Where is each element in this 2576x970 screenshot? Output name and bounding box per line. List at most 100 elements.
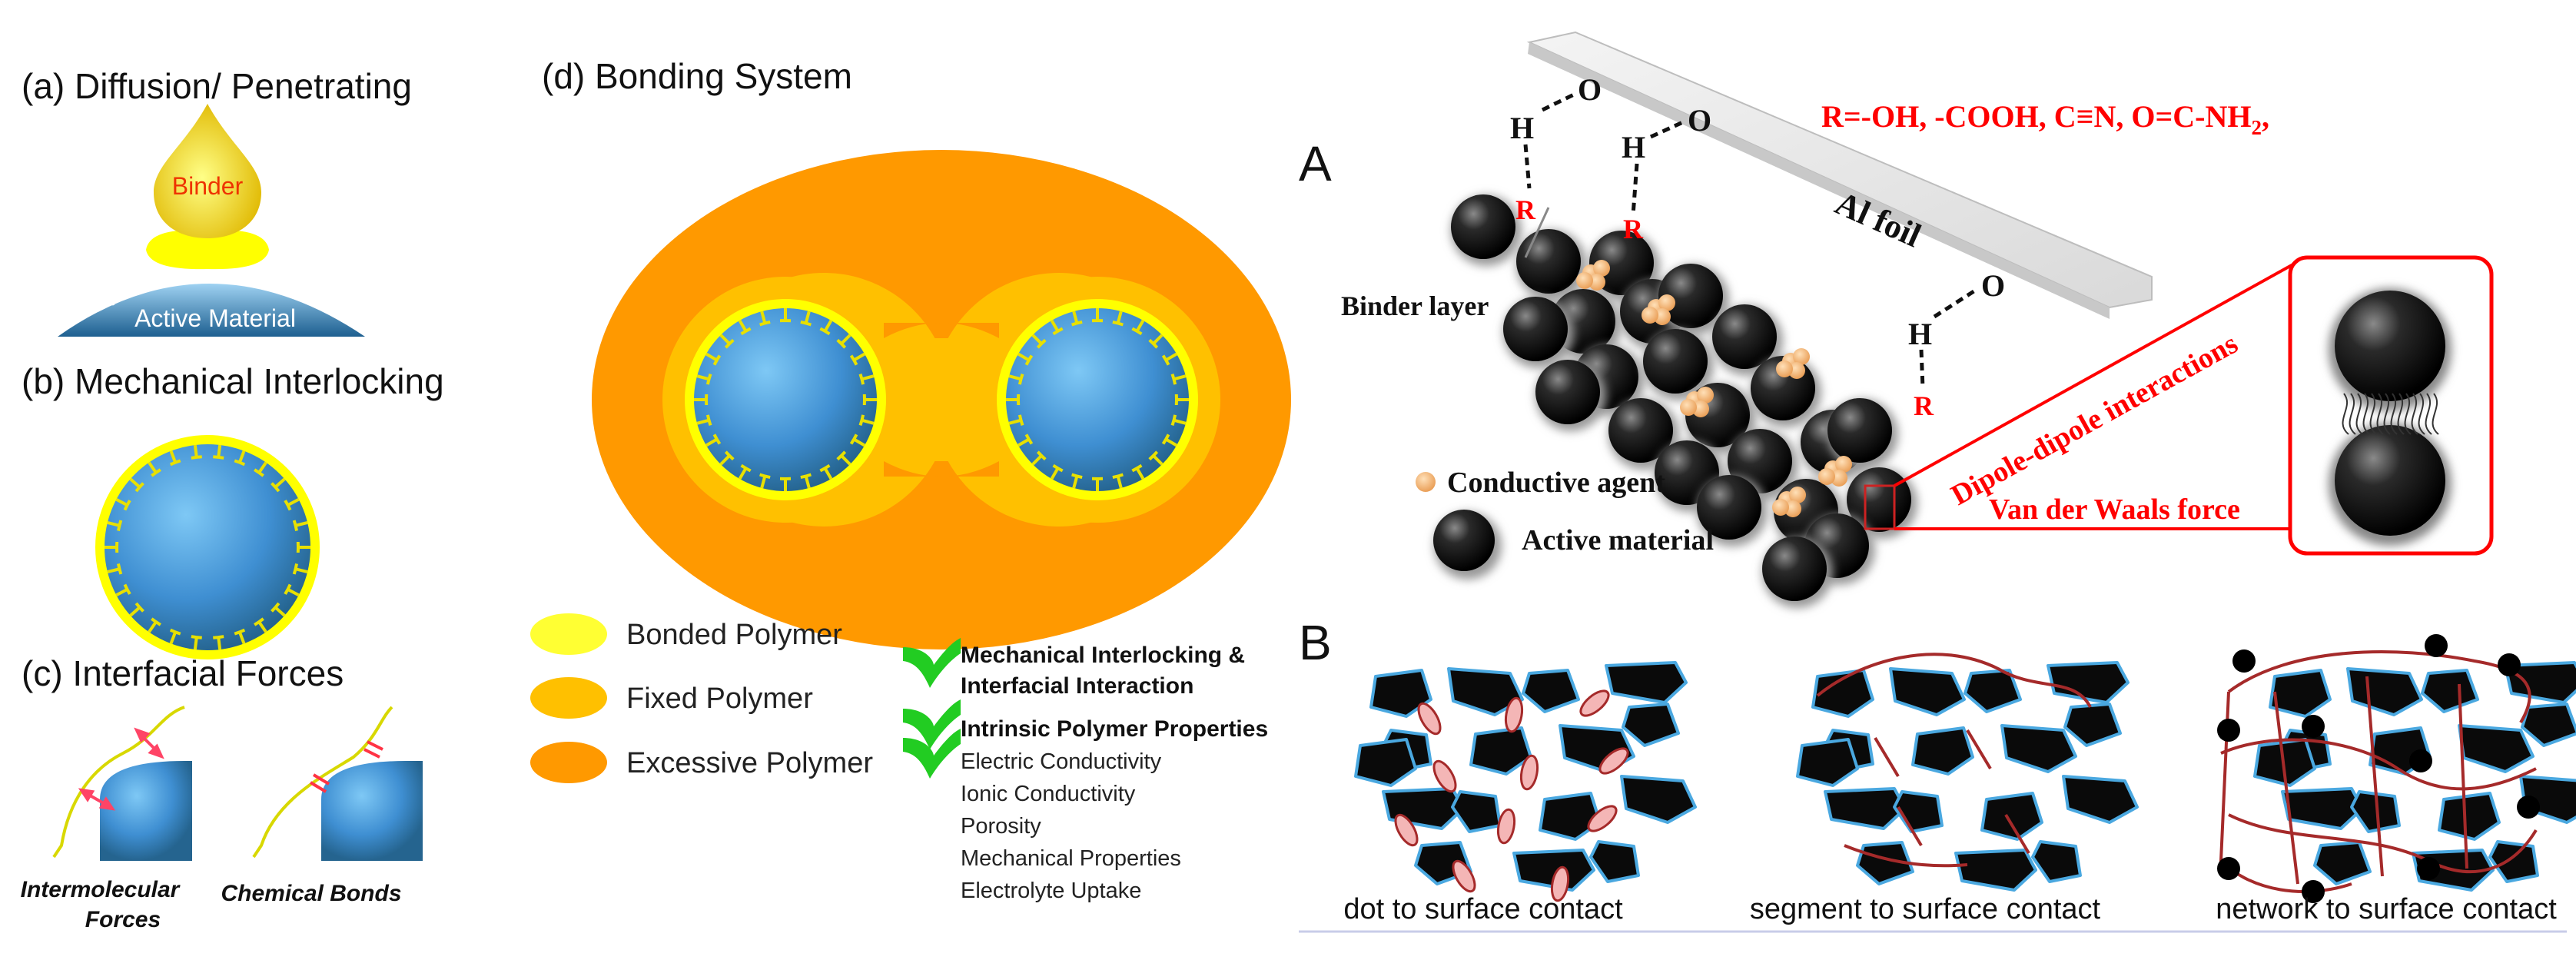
panel-b: (b) Mechanical Interlocking — [22, 361, 444, 659]
interlock-hook — [191, 635, 202, 650]
binder-drop-icon — [154, 104, 261, 238]
binder-dot — [1504, 696, 1524, 733]
legend-fixed-polymer: Fixed Polymer — [626, 683, 813, 715]
interlock-hook — [1008, 374, 1024, 385]
network-contact-cluster — [2217, 634, 2576, 903]
interlock-hook — [862, 394, 877, 406]
interlock-hook — [1008, 414, 1024, 426]
interlock-hook — [271, 602, 286, 617]
interlock-hook — [858, 414, 875, 426]
electrode-particle — [2346, 667, 2423, 716]
green-arrow-icons — [903, 638, 961, 779]
vdw-strand — [2404, 393, 2412, 435]
property-porosity: Porosity — [961, 814, 1041, 839]
conductive-agent-dot — [1831, 470, 1847, 487]
active-material-label-A: Active material — [1522, 524, 1714, 556]
interlock-hook — [759, 473, 771, 489]
binder-label: Binder — [172, 172, 244, 200]
interlock-hook — [296, 541, 310, 553]
conductive-agent-dot — [1789, 487, 1806, 503]
polymer-chain-left — [52, 706, 185, 859]
electrode-particle — [2063, 703, 2122, 747]
r-groups-sub: 2 — [2251, 116, 2262, 139]
binder-dot — [1496, 808, 1516, 845]
interlock-hook — [836, 450, 851, 466]
binder-dot — [1598, 747, 1629, 775]
conductive-agent-dot — [1576, 272, 1593, 289]
vdw-strand — [2376, 393, 2384, 435]
interlock-hook — [1148, 450, 1164, 466]
electrode-particle — [1539, 792, 1602, 841]
conductive-agent-dot — [1793, 348, 1810, 365]
interlock-hook — [1071, 473, 1083, 489]
active-material-cap — [58, 284, 365, 337]
conductive-agent-dot — [1772, 499, 1789, 516]
network-node — [2498, 653, 2521, 676]
panel-b-title: (b) Mechanical Interlocking — [22, 361, 444, 401]
conductive-agent-dot — [1642, 307, 1658, 324]
interlock-hook — [1170, 414, 1187, 426]
interlock-hook — [191, 444, 202, 460]
conductive-agent-dot — [1835, 456, 1852, 473]
interlock-hook — [1050, 319, 1064, 336]
conductive-agent-dot — [1697, 387, 1714, 404]
interlock-hook — [115, 583, 131, 597]
vdw-strands — [2342, 393, 2439, 435]
interlock-hook — [213, 635, 224, 650]
conductive-agent-dot — [1784, 500, 1801, 517]
intrinsic-properties-label: Intrinsic Polymer Properties — [961, 716, 1268, 742]
network-node — [2302, 715, 2325, 738]
bridge-notch-top — [884, 323, 999, 338]
electrode-particle — [1911, 726, 1974, 776]
intermolecular-caption-line2: Forces — [85, 907, 161, 932]
conductive-agent-dot — [1593, 260, 1610, 277]
interlock-hook — [759, 311, 771, 327]
interlock-hook — [719, 450, 735, 466]
interlock-hook — [836, 334, 851, 349]
r-groups-tail: , — [2262, 99, 2269, 134]
binder-dot — [1452, 859, 1476, 893]
r-groups-main: R=-OH, -COOH, C≡N, O=C-NH — [1821, 99, 2251, 134]
mechanical-interlocking-label-line2: Interfacial Interaction — [961, 673, 1193, 699]
interlock-hook — [738, 463, 752, 480]
interlock-hook — [271, 477, 286, 493]
electrode-particle — [2281, 787, 2364, 830]
binder-dot — [1519, 754, 1539, 791]
atom-r-1: R — [1515, 194, 1536, 225]
interlock-hook — [234, 450, 246, 467]
interlock-hook — [292, 520, 308, 532]
electrode-particle — [2458, 724, 2535, 773]
interlock-hook — [1006, 394, 1021, 406]
interlock-hook — [105, 541, 119, 553]
binder-dot — [1579, 689, 1610, 717]
binder-dot — [1432, 759, 1457, 793]
legend-conductive-dot — [1416, 472, 1436, 492]
vdw-strand — [2397, 393, 2405, 435]
interlock-hook — [1112, 473, 1124, 489]
electrode-particle — [2521, 703, 2576, 747]
active-material-particle — [1827, 398, 1892, 463]
vdw-strand — [2342, 393, 2349, 435]
bridge-notch-bottom — [884, 461, 999, 477]
network-node — [2302, 880, 2325, 903]
electrode-particle — [2047, 661, 2130, 704]
interlock-hook — [738, 319, 752, 336]
electrode-particle — [2438, 792, 2501, 841]
network-node — [2217, 719, 2240, 742]
vdw-strand — [2418, 393, 2425, 435]
interlock-hook — [1031, 450, 1047, 466]
interlock-hook — [819, 463, 833, 480]
interlock-hook — [129, 477, 144, 493]
binder-layer-label: Binder layer — [1341, 291, 1489, 321]
interlock-hook — [234, 628, 246, 645]
conductive-agent-clusters — [1576, 260, 1852, 517]
particle-quarter-left — [100, 761, 192, 861]
intermolecular-caption-line1: Intermolecular — [21, 877, 181, 902]
particle-quarter-right — [321, 761, 423, 861]
vdw-strand — [2425, 393, 2432, 435]
interlock-hook — [779, 308, 792, 323]
atom-r-2: R — [1623, 214, 1644, 244]
panel-c: (c) Interfacial Forces Intermolecular Fo… — [21, 653, 423, 932]
active-material-label: Active Material — [134, 304, 296, 332]
